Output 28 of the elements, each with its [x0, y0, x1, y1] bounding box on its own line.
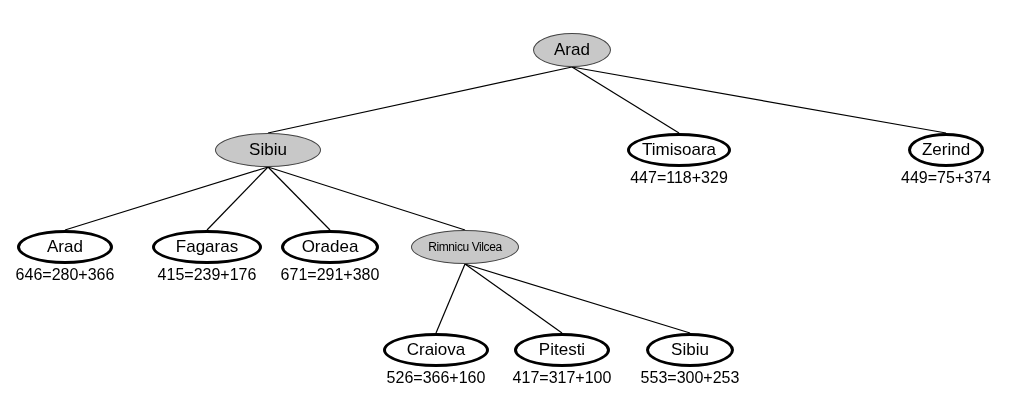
cost-label: 417=317+100 [512, 369, 612, 387]
connector-line [267, 166, 466, 231]
expanded-node: Arad [533, 33, 611, 67]
leaf-node: Pitesti [514, 333, 610, 367]
cost-label: 646=280+366 [15, 266, 115, 284]
connector-line [267, 66, 573, 134]
leaf-node: Craiova [383, 333, 489, 367]
connector-line [64, 166, 269, 231]
leaf-node: Arad [17, 230, 113, 264]
connector-line [571, 66, 680, 134]
cost-label: 553=300+253 [640, 369, 740, 387]
leaf-node: Oradea [281, 230, 379, 264]
leaf-node: Zerind [908, 133, 984, 167]
leaf-node: Fagaras [152, 230, 262, 264]
cost-label: 526=366+160 [386, 369, 486, 387]
leaf-node: Sibiu [646, 333, 734, 367]
expanded-node: Rimnicu Vilcea [411, 230, 519, 264]
connector-line [267, 166, 331, 231]
expanded-node: Sibiu [215, 133, 321, 167]
connector-line [464, 263, 691, 334]
cost-label: 671=291+380 [280, 266, 380, 284]
cost-label: 447=118+329 [630, 169, 728, 187]
connector-line [435, 263, 466, 334]
cost-label: 449=75+374 [901, 169, 991, 187]
cost-label: 415=239+176 [157, 266, 257, 284]
leaf-node: Timisoara [627, 133, 731, 167]
connector-line [206, 166, 269, 231]
connector-line [464, 263, 563, 334]
